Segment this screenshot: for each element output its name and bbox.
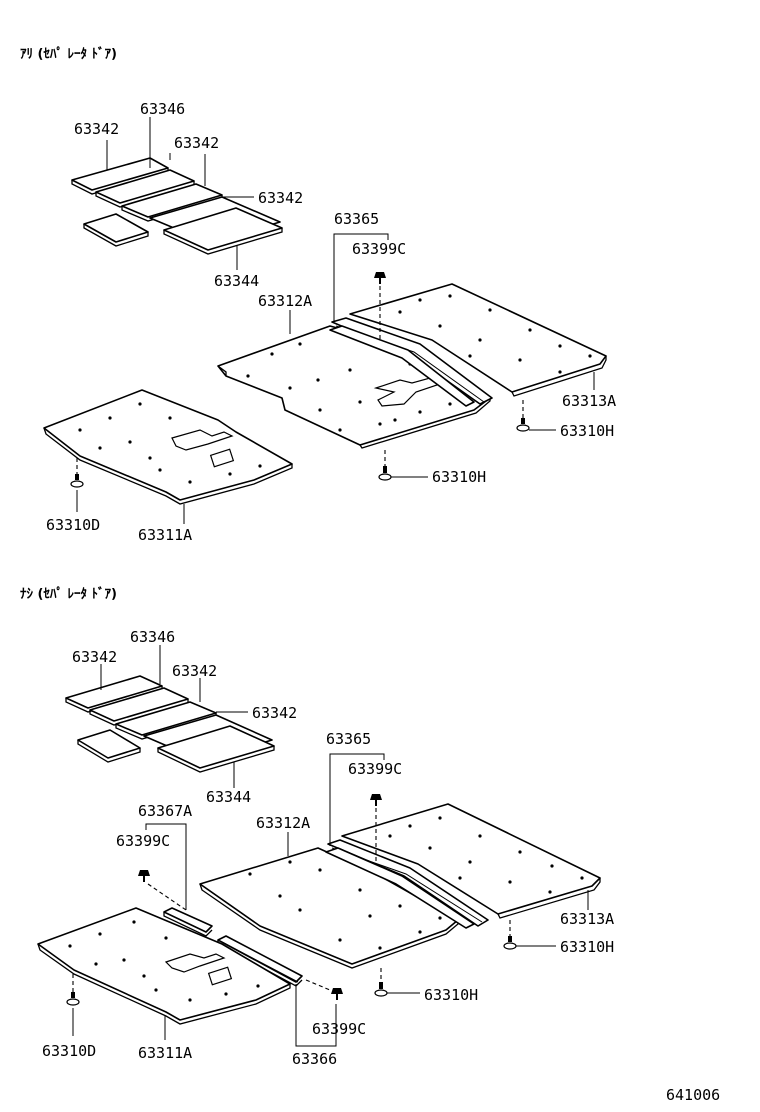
label-63313a-bottom: 63313A [560, 910, 614, 928]
label-63310h-bottom-b: 63310H [424, 986, 478, 1004]
clip-63310h-center-bottom [374, 968, 388, 997]
clip-63310h-right-bottom [503, 920, 517, 950]
clip-63399c-rail-bottom [370, 794, 382, 862]
label-63366-bottom: 63366 [292, 1050, 337, 1068]
label-63344-top: 63344 [214, 272, 259, 290]
label-63344-bottom: 63344 [206, 788, 251, 806]
label-63311a-top: 63311A [138, 526, 192, 544]
strip-63367a-bottom [163, 907, 213, 937]
label-63312a-top: 63312A [258, 292, 312, 310]
clip-63399c-top [374, 272, 386, 340]
clip-63399c-left-bottom [138, 870, 187, 911]
section-header-with-separator-door: ｱﾘ (ｾﾊﾟ ﾚｰﾀ ﾄﾞｱ) [20, 46, 117, 62]
label-63365-top: 63365 [334, 210, 379, 228]
clip-63310h-center-top [378, 450, 392, 481]
label-63310h-top-a: 63310H [560, 422, 614, 440]
clip-63310d-top [70, 458, 84, 488]
label-63311a-bottom: 63311A [138, 1044, 192, 1062]
diagram-code: 641006 [666, 1086, 720, 1104]
roof-panel-63311a-top [43, 389, 293, 505]
pad-group-bottom [65, 675, 275, 773]
rail-strip-top [329, 317, 493, 407]
label-63399c-bottom-c: 63399C [312, 1020, 366, 1038]
roof-panel-63313a-bottom [341, 803, 601, 919]
pad-group-top [71, 157, 283, 255]
clip-63310d-bottom [66, 974, 80, 1006]
label-63342-top-a: 63342 [74, 120, 119, 138]
label-63399c-bottom-b: 63399C [116, 832, 170, 850]
section-header-without-separator-door: ﾅｼ (ｾﾊﾟ ﾚｰﾀ ﾄﾞｱ) [20, 586, 117, 602]
label-63399c-top: 63399C [352, 240, 406, 258]
label-63310d-top: 63310D [46, 516, 100, 534]
label-63346-top: 63346 [140, 100, 185, 118]
clip-63399c-strip-bottom [305, 979, 343, 1000]
label-63310h-top-b: 63310H [432, 468, 486, 486]
label-63313a-top: 63313A [562, 392, 616, 410]
label-63342-top-b: 63342 [174, 134, 219, 152]
roof-panel-63313a-top [349, 283, 607, 397]
label-63312a-bottom: 63312A [256, 814, 310, 832]
label-63399c-bottom-a: 63399C [348, 760, 402, 778]
label-63342-top-c: 63342 [258, 189, 303, 207]
rail-strip-bottom [325, 839, 489, 929]
label-63310d-bottom: 63310D [42, 1042, 96, 1060]
roof-panel-63311a-bottom [37, 907, 291, 1025]
label-63346-bottom: 63346 [130, 628, 175, 646]
label-63342-bottom-b: 63342 [172, 662, 217, 680]
label-63365-bottom: 63365 [326, 730, 371, 748]
clip-63310h-right-top [516, 400, 530, 432]
leaders-top [76, 117, 595, 524]
leaders-bottom [72, 645, 589, 1047]
label-63342-bottom-a: 63342 [72, 648, 117, 666]
label-63310h-bottom-a: 63310H [560, 938, 614, 956]
roof-panel-63312a-top [217, 325, 491, 449]
label-63342-bottom-c: 63342 [252, 704, 297, 722]
label-63367a-bottom: 63367A [138, 802, 192, 820]
